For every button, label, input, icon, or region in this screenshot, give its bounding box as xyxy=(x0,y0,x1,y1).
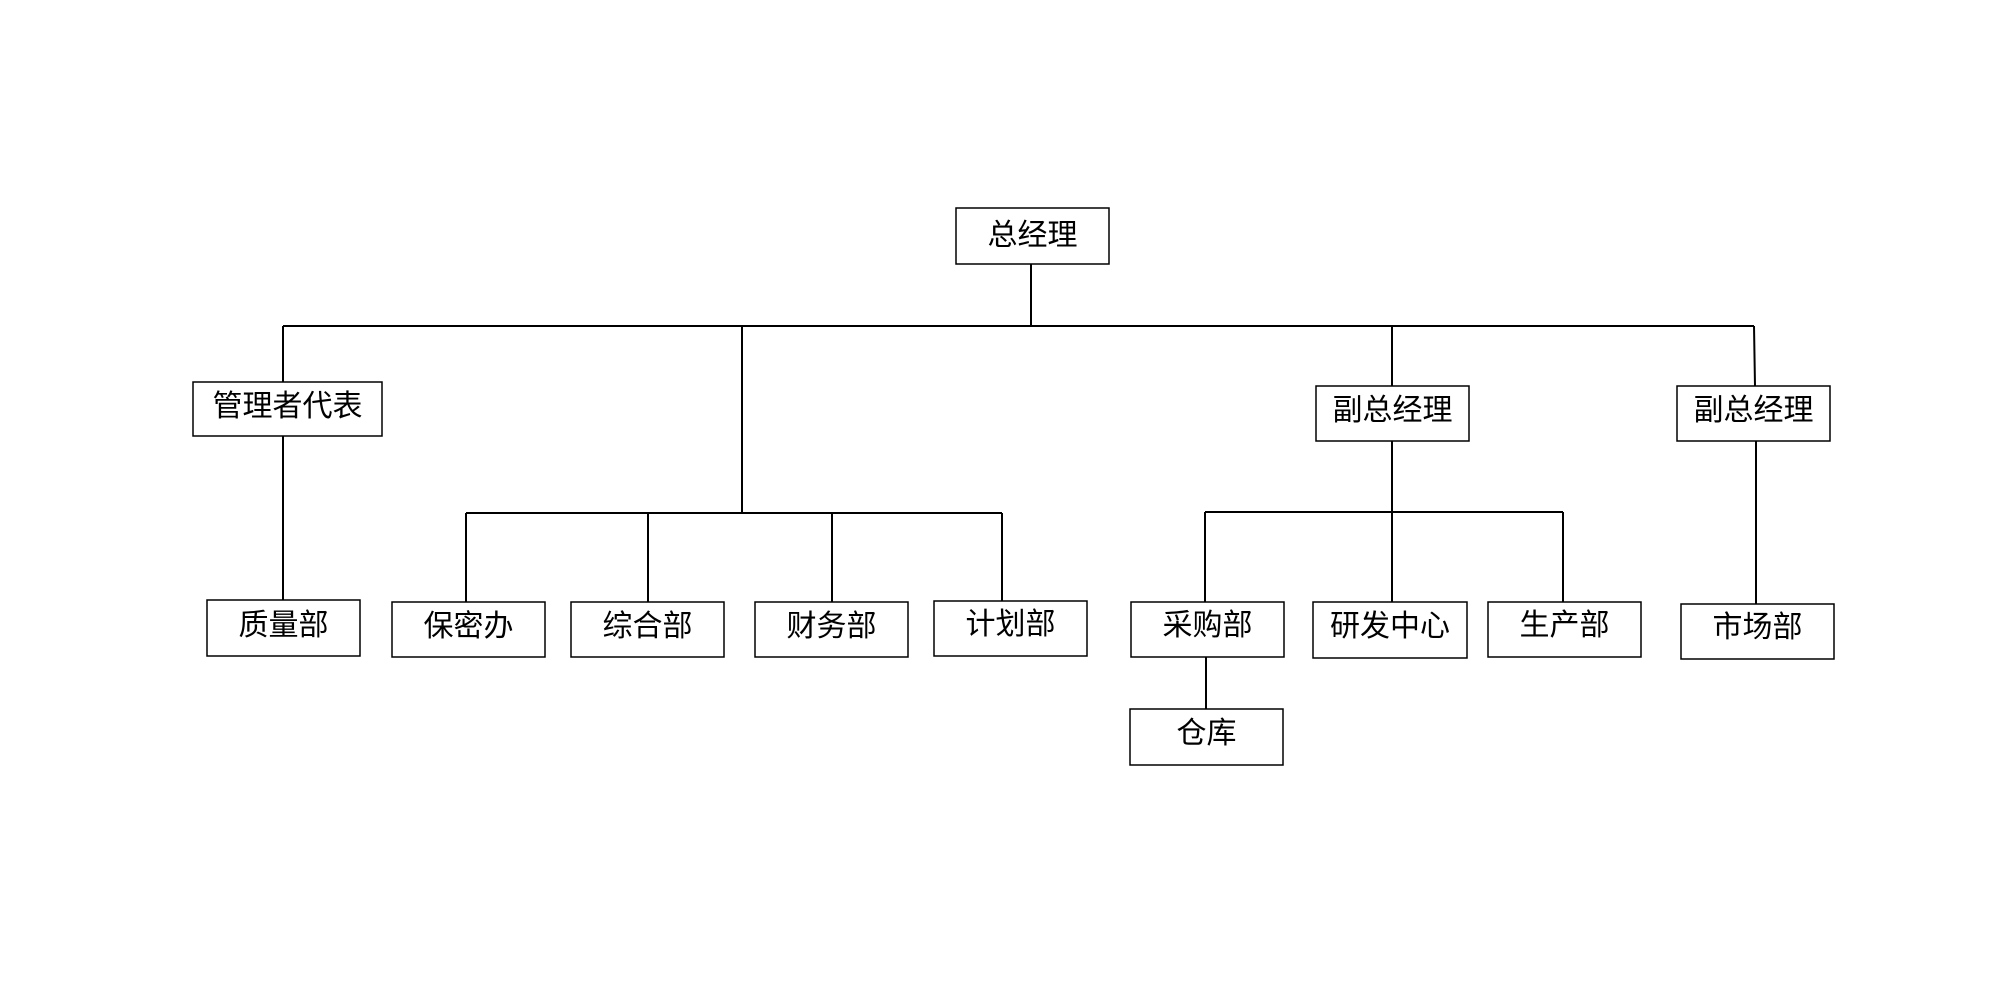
node-label: 计划部 xyxy=(966,607,1056,642)
connectors xyxy=(282,264,1757,709)
node-warehouse: 仓库 xyxy=(1129,708,1284,766)
connector-vp2-up xyxy=(1753,325,1756,387)
node-marketing: 市场部 xyxy=(1680,603,1835,660)
node-confidential: 保密办 xyxy=(391,601,546,658)
node-box xyxy=(1130,601,1285,658)
node-label: 管理者代表 xyxy=(213,389,363,424)
node-quality: 质量部 xyxy=(206,599,361,657)
node-rnd: 研发中心 xyxy=(1312,601,1468,659)
node-box xyxy=(933,600,1088,657)
node-label: 财务部 xyxy=(787,609,877,644)
node-vp1: 副总经理 xyxy=(1315,385,1470,442)
node-label: 研发中心 xyxy=(1330,609,1450,644)
node-box xyxy=(570,601,725,658)
node-vp2: 副总经理 xyxy=(1676,385,1831,442)
node-box xyxy=(955,207,1110,265)
node-production: 生产部 xyxy=(1487,601,1642,658)
node-label: 采购部 xyxy=(1163,608,1253,643)
node-purchasing: 采购部 xyxy=(1130,601,1285,658)
node-box xyxy=(754,601,909,658)
node-label: 保密办 xyxy=(424,609,514,644)
node-gm: 总经理 xyxy=(955,207,1110,265)
node-label: 综合部 xyxy=(603,609,693,644)
node-planning: 计划部 xyxy=(933,600,1088,657)
node-box xyxy=(1315,385,1470,442)
node-box xyxy=(1312,601,1468,659)
node-label: 仓库 xyxy=(1177,716,1237,751)
node-box xyxy=(192,381,383,437)
node-label: 生产部 xyxy=(1520,608,1610,643)
node-label: 副总经理 xyxy=(1694,393,1814,428)
node-box xyxy=(1676,385,1831,442)
node-box xyxy=(391,601,546,658)
node-box xyxy=(206,599,361,657)
node-mgmt-rep: 管理者代表 xyxy=(192,381,383,437)
node-box xyxy=(1129,708,1284,766)
node-box xyxy=(1487,601,1642,658)
node-label: 副总经理 xyxy=(1333,393,1453,428)
node-label: 质量部 xyxy=(239,608,329,643)
node-box xyxy=(1680,603,1835,660)
node-finance: 财务部 xyxy=(754,601,909,658)
node-label: 市场部 xyxy=(1713,610,1803,645)
node-general: 综合部 xyxy=(570,601,725,658)
node-label: 总经理 xyxy=(988,218,1078,253)
